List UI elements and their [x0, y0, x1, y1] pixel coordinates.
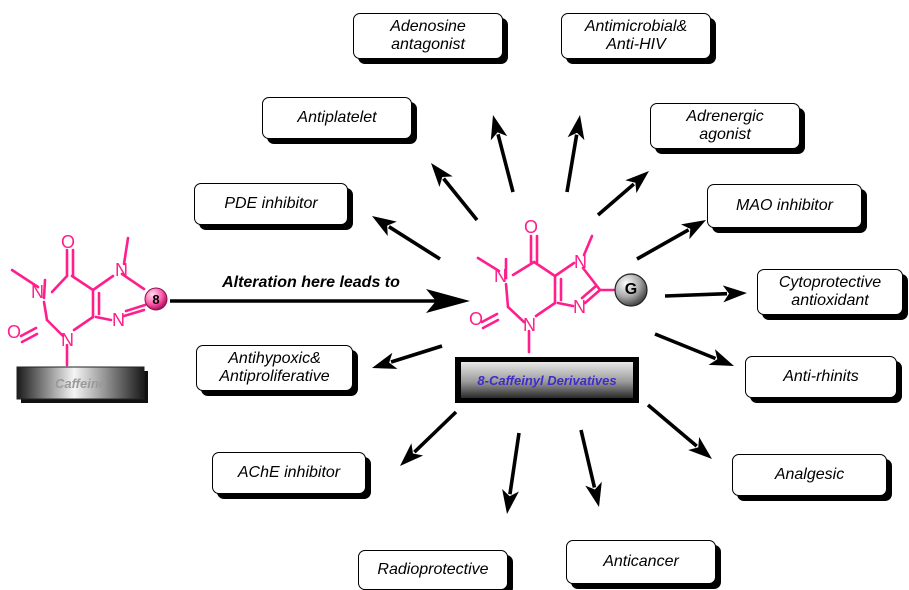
activity-box-antimicrobial-anti-hiv: Antimicrobial& Anti-HIV — [561, 13, 711, 59]
caffeine-structure — [10, 236, 147, 367]
arrow-radioprotective — [502, 432, 521, 514]
position-8-marker: 8 — [152, 291, 160, 307]
activity-box-mao-inhibitor: MAO inhibitor — [707, 184, 862, 228]
arrow-analgesic — [646, 403, 712, 459]
arrow-ache — [400, 410, 458, 466]
derivative-n3: N — [523, 315, 536, 335]
activity-box-anti-rhinits: Anti-rhinits — [745, 356, 897, 398]
derivatives-label: 8-Caffeinyl Derivatives — [477, 372, 617, 388]
arrow-pde — [372, 216, 441, 261]
g-substituent-marker: G — [624, 281, 638, 298]
activity-arrows — [372, 115, 747, 514]
activity-box-ache-inhibitor: AChE inhibitor — [212, 452, 366, 494]
arrow-anti-rhinits — [654, 332, 734, 366]
position-8-ball — [144, 287, 168, 311]
activity-box-adenosine-antagonist: Adenosine antagonist — [353, 13, 503, 59]
derivative-n9: N — [573, 297, 586, 317]
activity-box-radioprotective: Radioprotective — [358, 550, 508, 590]
arrow-adenosine-antagonist — [490, 115, 515, 193]
derivative-o2: O — [469, 309, 483, 329]
arrow-adrenergic — [596, 171, 649, 217]
activity-box-cytoprotective-antioxidant: Cytoprotective antioxidant — [757, 269, 903, 315]
arrow-antihypoxic — [372, 344, 443, 369]
caffeine-n1: N — [31, 282, 44, 302]
derivative-structure — [476, 234, 620, 354]
caffeine-n3: N — [61, 330, 74, 350]
derivative-n1: N — [494, 266, 507, 286]
activity-box-antihypoxic-antiproliferative: Antihypoxic& Antiproliferative — [196, 345, 353, 391]
derivative-o6: O — [524, 217, 538, 237]
alteration-caption: Alteration here leads to — [222, 274, 400, 291]
g-substituent-ball — [614, 273, 648, 307]
activity-box-antiplatelet: Antiplatelet — [262, 97, 412, 139]
alteration-arrow — [170, 289, 470, 313]
caffeine-n7: N — [115, 260, 128, 280]
arrow-antimicrobial — [565, 115, 585, 193]
arrow-cytoprotective — [664, 285, 747, 303]
caffeine-label: Caffeine — [54, 375, 107, 391]
activity-box-adrenergic-agonist: Adrenergic agonist — [650, 103, 800, 149]
arrow-antiplatelet — [431, 163, 479, 222]
activity-box-anticancer: Anticancer — [566, 540, 716, 584]
activity-box-analgesic: Analgesic — [732, 454, 887, 496]
caffeine-o2: O — [7, 322, 21, 342]
arrow-anticancer — [579, 429, 602, 507]
caffeine-n9: N — [112, 310, 125, 330]
activity-box-pde-inhibitor: PDE inhibitor — [194, 183, 348, 225]
caffeine-o6: O — [61, 232, 75, 252]
derivative-n7: N — [574, 252, 587, 272]
arrow-mao — [636, 220, 706, 261]
